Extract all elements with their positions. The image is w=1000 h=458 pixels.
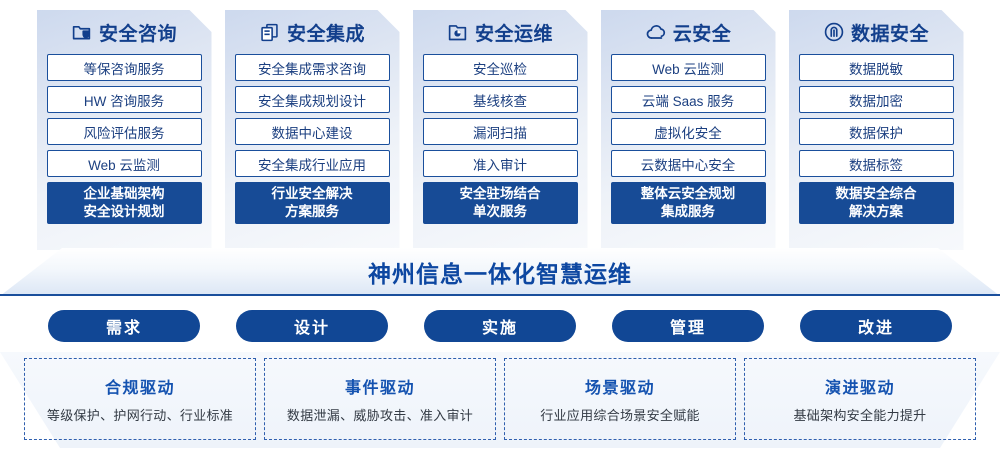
drivers-row: 合规驱动 等级保护、护网行动、行业标准 事件驱动 数据泄漏、威胁攻击、准入审计 … xyxy=(0,352,1000,448)
driver-card-compliance[interactable]: 合规驱动 等级保护、护网行动、行业标准 xyxy=(24,358,256,440)
capability-column-security-operations[interactable]: 安全运维 安全巡检 基线核查 漏洞扫描 准入审计 安全驻场结合 单次服务 xyxy=(413,10,588,250)
service-item[interactable]: 数据脱敏 xyxy=(799,54,954,81)
column-highlight-card[interactable]: 安全驻场结合 单次服务 xyxy=(423,182,578,224)
stacked-documents-icon xyxy=(259,21,281,43)
driver-subtitle: 行业应用综合场景安全赋能 xyxy=(540,408,700,423)
monitor-chart-icon xyxy=(447,21,469,43)
stage-pill-requirement[interactable]: 需求 xyxy=(48,310,200,342)
service-item[interactable]: 云端 Saas 服务 xyxy=(611,86,766,113)
column-title: 安全集成 xyxy=(286,23,365,45)
service-item[interactable]: 漏洞扫描 xyxy=(423,118,578,145)
banner-underline xyxy=(0,294,1000,296)
service-item[interactable]: 风险评估服务 xyxy=(47,118,202,145)
capability-column-security-consulting[interactable]: 安全咨询 等保咨询服务 HW 咨询服务 风险评估服务 Web 云监测 企业基础架… xyxy=(37,10,212,250)
driver-card-evolution[interactable]: 演进驱动 基础架构安全能力提升 xyxy=(744,358,976,440)
stage-pill-design[interactable]: 设计 xyxy=(236,310,388,342)
column-highlight-card[interactable]: 数据安全综合 解决方案 xyxy=(799,182,954,224)
banner-shape xyxy=(0,248,1000,296)
service-item[interactable]: 数据标签 xyxy=(799,150,954,177)
cloud-icon xyxy=(645,21,667,43)
service-item[interactable]: Web 云监测 xyxy=(47,150,202,177)
service-item[interactable]: 安全集成行业应用 xyxy=(235,150,390,177)
column-header: 安全咨询 xyxy=(47,10,202,54)
column-title: 安全咨询 xyxy=(98,23,177,45)
lifecycle-stages: 需求 设计 实施 管理 改进 xyxy=(0,310,1000,342)
driver-title: 场景驱动 xyxy=(584,380,655,397)
stage-pill-improvement[interactable]: 改进 xyxy=(800,310,952,342)
driver-title: 合规驱动 xyxy=(104,380,175,397)
service-item[interactable]: 数据中心建设 xyxy=(235,118,390,145)
column-header: 云安全 xyxy=(611,10,766,54)
drivers-background xyxy=(0,352,1000,448)
driver-card-scenario[interactable]: 场景驱动 行业应用综合场景安全赋能 xyxy=(504,358,736,440)
column-header: 安全集成 xyxy=(235,10,390,54)
platform-banner: 神州信息一体化智慧运维 xyxy=(0,248,1000,296)
service-item[interactable]: 云数据中心安全 xyxy=(611,150,766,177)
column-title: 数据安全 xyxy=(850,23,929,45)
capability-column-cloud-security[interactable]: 云安全 Web 云监测 云端 Saas 服务 虚拟化安全 云数据中心安全 整体云… xyxy=(601,10,776,250)
banner-title: 神州信息一体化智慧运维 xyxy=(368,261,632,287)
highlight-line: 整体云安全规划 xyxy=(640,185,736,201)
capability-column-security-integration[interactable]: 安全集成 安全集成需求咨询 安全集成规划设计 数据中心建设 安全集成行业应用 行… xyxy=(225,10,400,250)
folder-shield-icon xyxy=(71,21,93,43)
column-header: 数据安全 xyxy=(799,10,954,54)
service-item[interactable]: Web 云监测 xyxy=(611,54,766,81)
highlight-line: 行业安全解决 xyxy=(271,185,353,201)
highlight-line: 安全设计规划 xyxy=(83,204,165,219)
service-item[interactable]: HW 咨询服务 xyxy=(47,86,202,113)
driver-title: 事件驱动 xyxy=(344,380,415,397)
service-item[interactable]: 等保咨询服务 xyxy=(47,54,202,81)
column-highlight-card[interactable]: 行业安全解决 方案服务 xyxy=(235,182,390,224)
highlight-line: 方案服务 xyxy=(285,204,339,219)
driver-title: 演进驱动 xyxy=(824,380,895,397)
driver-subtitle: 基础架构安全能力提升 xyxy=(793,408,927,423)
column-highlight-card[interactable]: 整体云安全规划 集成服务 xyxy=(611,182,766,224)
fingerprint-icon xyxy=(823,21,845,43)
stage-pill-management[interactable]: 管理 xyxy=(612,310,764,342)
highlight-line: 数据安全综合 xyxy=(835,185,917,201)
driver-card-incident[interactable]: 事件驱动 数据泄漏、威胁攻击、准入审计 xyxy=(264,358,496,440)
stage-pill-implementation[interactable]: 实施 xyxy=(424,310,576,342)
service-item[interactable]: 安全集成需求咨询 xyxy=(235,54,390,81)
highlight-line: 集成服务 xyxy=(661,204,715,219)
driver-subtitle: 等级保护、护网行动、行业标准 xyxy=(46,408,234,423)
column-title: 云安全 xyxy=(672,23,732,45)
service-item[interactable]: 安全巡检 xyxy=(423,54,578,81)
highlight-line: 单次服务 xyxy=(473,204,527,219)
column-highlight-card[interactable]: 企业基础架构 安全设计规划 xyxy=(47,182,202,224)
service-item[interactable]: 安全集成规划设计 xyxy=(235,86,390,113)
service-item[interactable]: 准入审计 xyxy=(423,150,578,177)
capability-column-data-security[interactable]: 数据安全 数据脱敏 数据加密 数据保护 数据标签 数据安全综合 解决方案 xyxy=(789,10,964,250)
service-item[interactable]: 数据保护 xyxy=(799,118,954,145)
service-item[interactable]: 基线核查 xyxy=(423,86,578,113)
column-title: 安全运维 xyxy=(474,23,553,45)
highlight-line: 安全驻场结合 xyxy=(459,185,541,201)
service-item[interactable]: 虚拟化安全 xyxy=(611,118,766,145)
highlight-line: 解决方案 xyxy=(849,204,903,219)
driver-subtitle: 数据泄漏、威胁攻击、准入审计 xyxy=(286,408,474,423)
highlight-line: 企业基础架构 xyxy=(83,185,165,201)
service-item[interactable]: 数据加密 xyxy=(799,86,954,113)
column-header: 安全运维 xyxy=(423,10,578,54)
drivers-section: 合规驱动 等级保护、护网行动、行业标准 事件驱动 数据泄漏、威胁攻击、准入审计 … xyxy=(0,352,1000,448)
capability-columns: 安全咨询 等保咨询服务 HW 咨询服务 风险评估服务 Web 云监测 企业基础架… xyxy=(0,10,1000,250)
